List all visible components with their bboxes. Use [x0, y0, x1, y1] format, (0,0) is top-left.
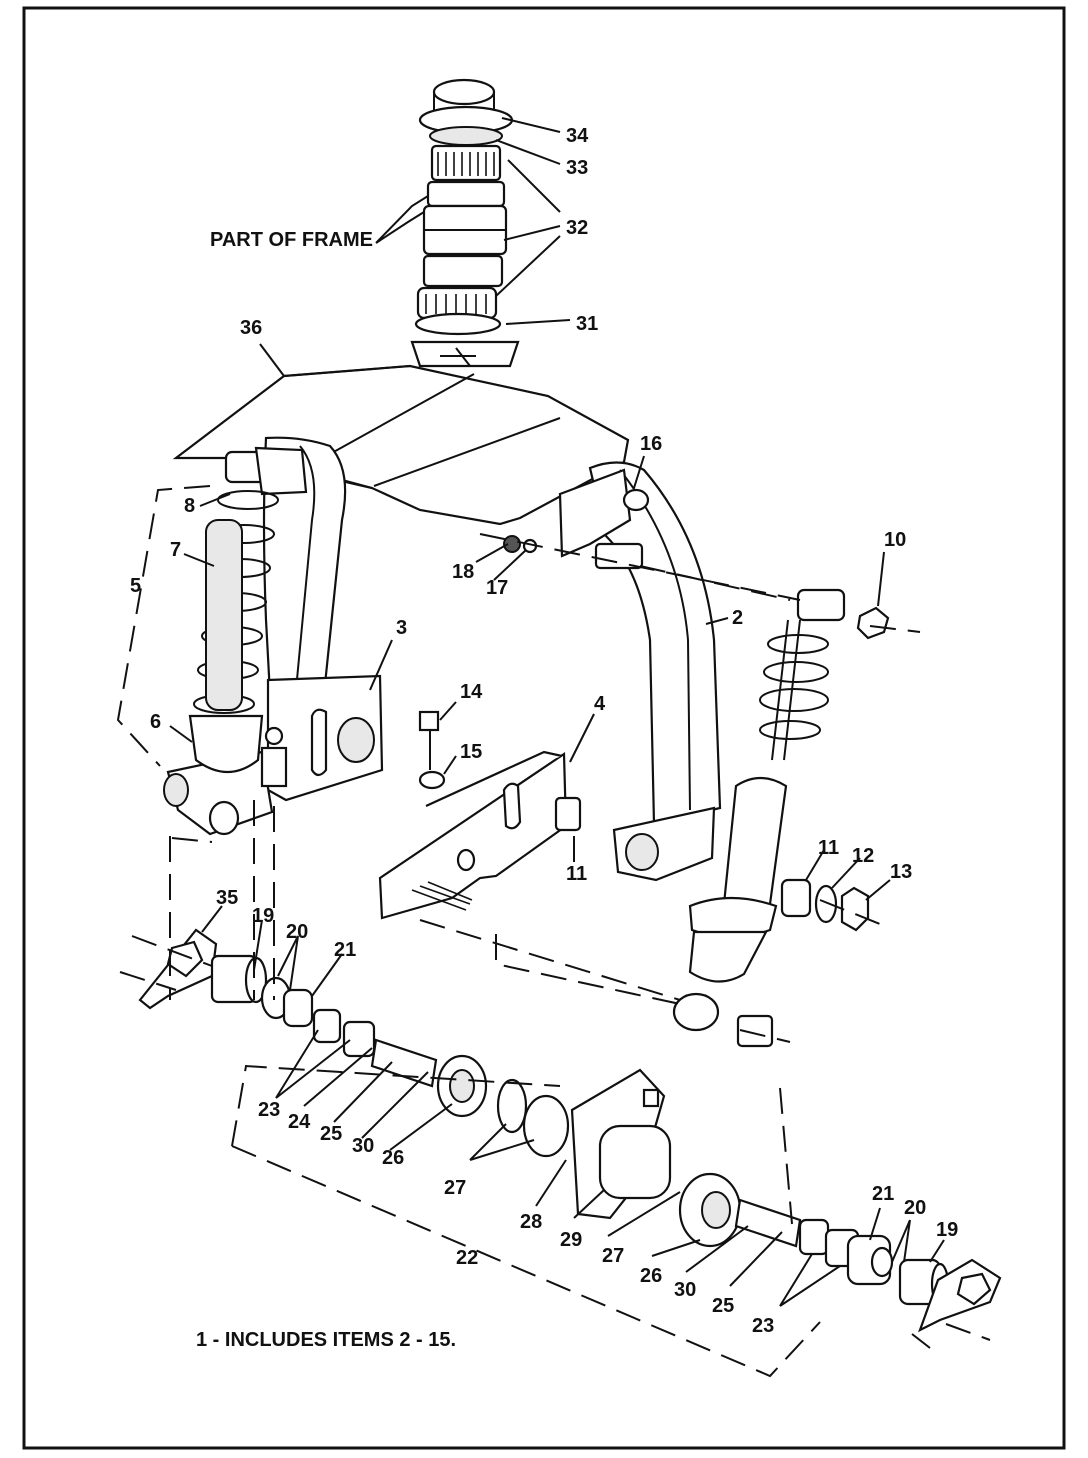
callout-15: 15: [460, 741, 482, 763]
callout-4: 4: [594, 693, 606, 715]
callout-12: 12: [852, 845, 874, 867]
callout-32-upper: 32: [566, 217, 588, 239]
callout-19-left: 19: [252, 905, 274, 927]
callout-27-left: 27: [444, 1177, 466, 1199]
callout-11-left: 11: [566, 863, 587, 885]
callout-11-right: 11: [818, 837, 839, 859]
callout-21-left: 21: [334, 939, 356, 961]
callout-13: 13: [890, 861, 912, 883]
diagram-border: [22, 6, 1066, 1450]
callout-35: 35: [216, 887, 238, 909]
right-arm-2: [558, 461, 722, 882]
callout-10: 10: [884, 529, 906, 551]
steering-head-stack: [410, 78, 520, 368]
callout-23-right: 23: [752, 1315, 774, 1337]
callout-20-left: 20: [286, 921, 308, 943]
callout-26-left: 26: [382, 1147, 404, 1169]
callout-22: 22: [456, 1247, 478, 1269]
callout-17: 17: [486, 577, 508, 599]
center-bracket-4: [378, 750, 582, 920]
callout-21-right: 21: [872, 1183, 894, 1205]
callout-7: 7: [170, 539, 181, 561]
right-shock: [672, 588, 846, 1048]
callout-20-right: 20: [904, 1197, 926, 1219]
callout-16: 16: [640, 433, 662, 455]
frame-label: PART OF FRAME: [210, 229, 373, 251]
callout-2: 2: [732, 607, 743, 629]
callout-27-right: 27: [602, 1245, 624, 1267]
axle-assembly: [138, 928, 1002, 1333]
callout-34: 34: [566, 125, 589, 147]
callout-31: 31: [576, 313, 598, 335]
callout-33: 33: [566, 157, 588, 179]
callout-6: 6: [150, 711, 161, 733]
callout-23-left: 23: [258, 1099, 280, 1121]
callout-25-right: 25: [712, 1295, 734, 1317]
callout-26-right: 26: [640, 1265, 662, 1287]
callout-25-left: 25: [320, 1123, 342, 1145]
footnote-text: 1 - INCLUDES ITEMS 2 - 15.: [196, 1329, 456, 1351]
callout-29: 29: [560, 1229, 582, 1251]
callout-36: 36: [240, 317, 262, 339]
callout-30-right: 30: [674, 1279, 696, 1301]
callout-8: 8: [184, 495, 195, 517]
left-arm-and-shock: [163, 436, 384, 836]
callout-30-left: 30: [352, 1135, 374, 1157]
callout-18: 18: [452, 561, 474, 583]
callout-28: 28: [520, 1211, 542, 1233]
callout-14: 14: [460, 681, 483, 703]
leader-lines: [116, 117, 991, 1378]
hardware-10-18: [418, 535, 890, 932]
callout-19-right: 19: [936, 1219, 958, 1241]
callout-3: 3: [396, 617, 407, 639]
callout-24: 24: [288, 1111, 311, 1133]
callout-5: 5: [130, 575, 141, 597]
